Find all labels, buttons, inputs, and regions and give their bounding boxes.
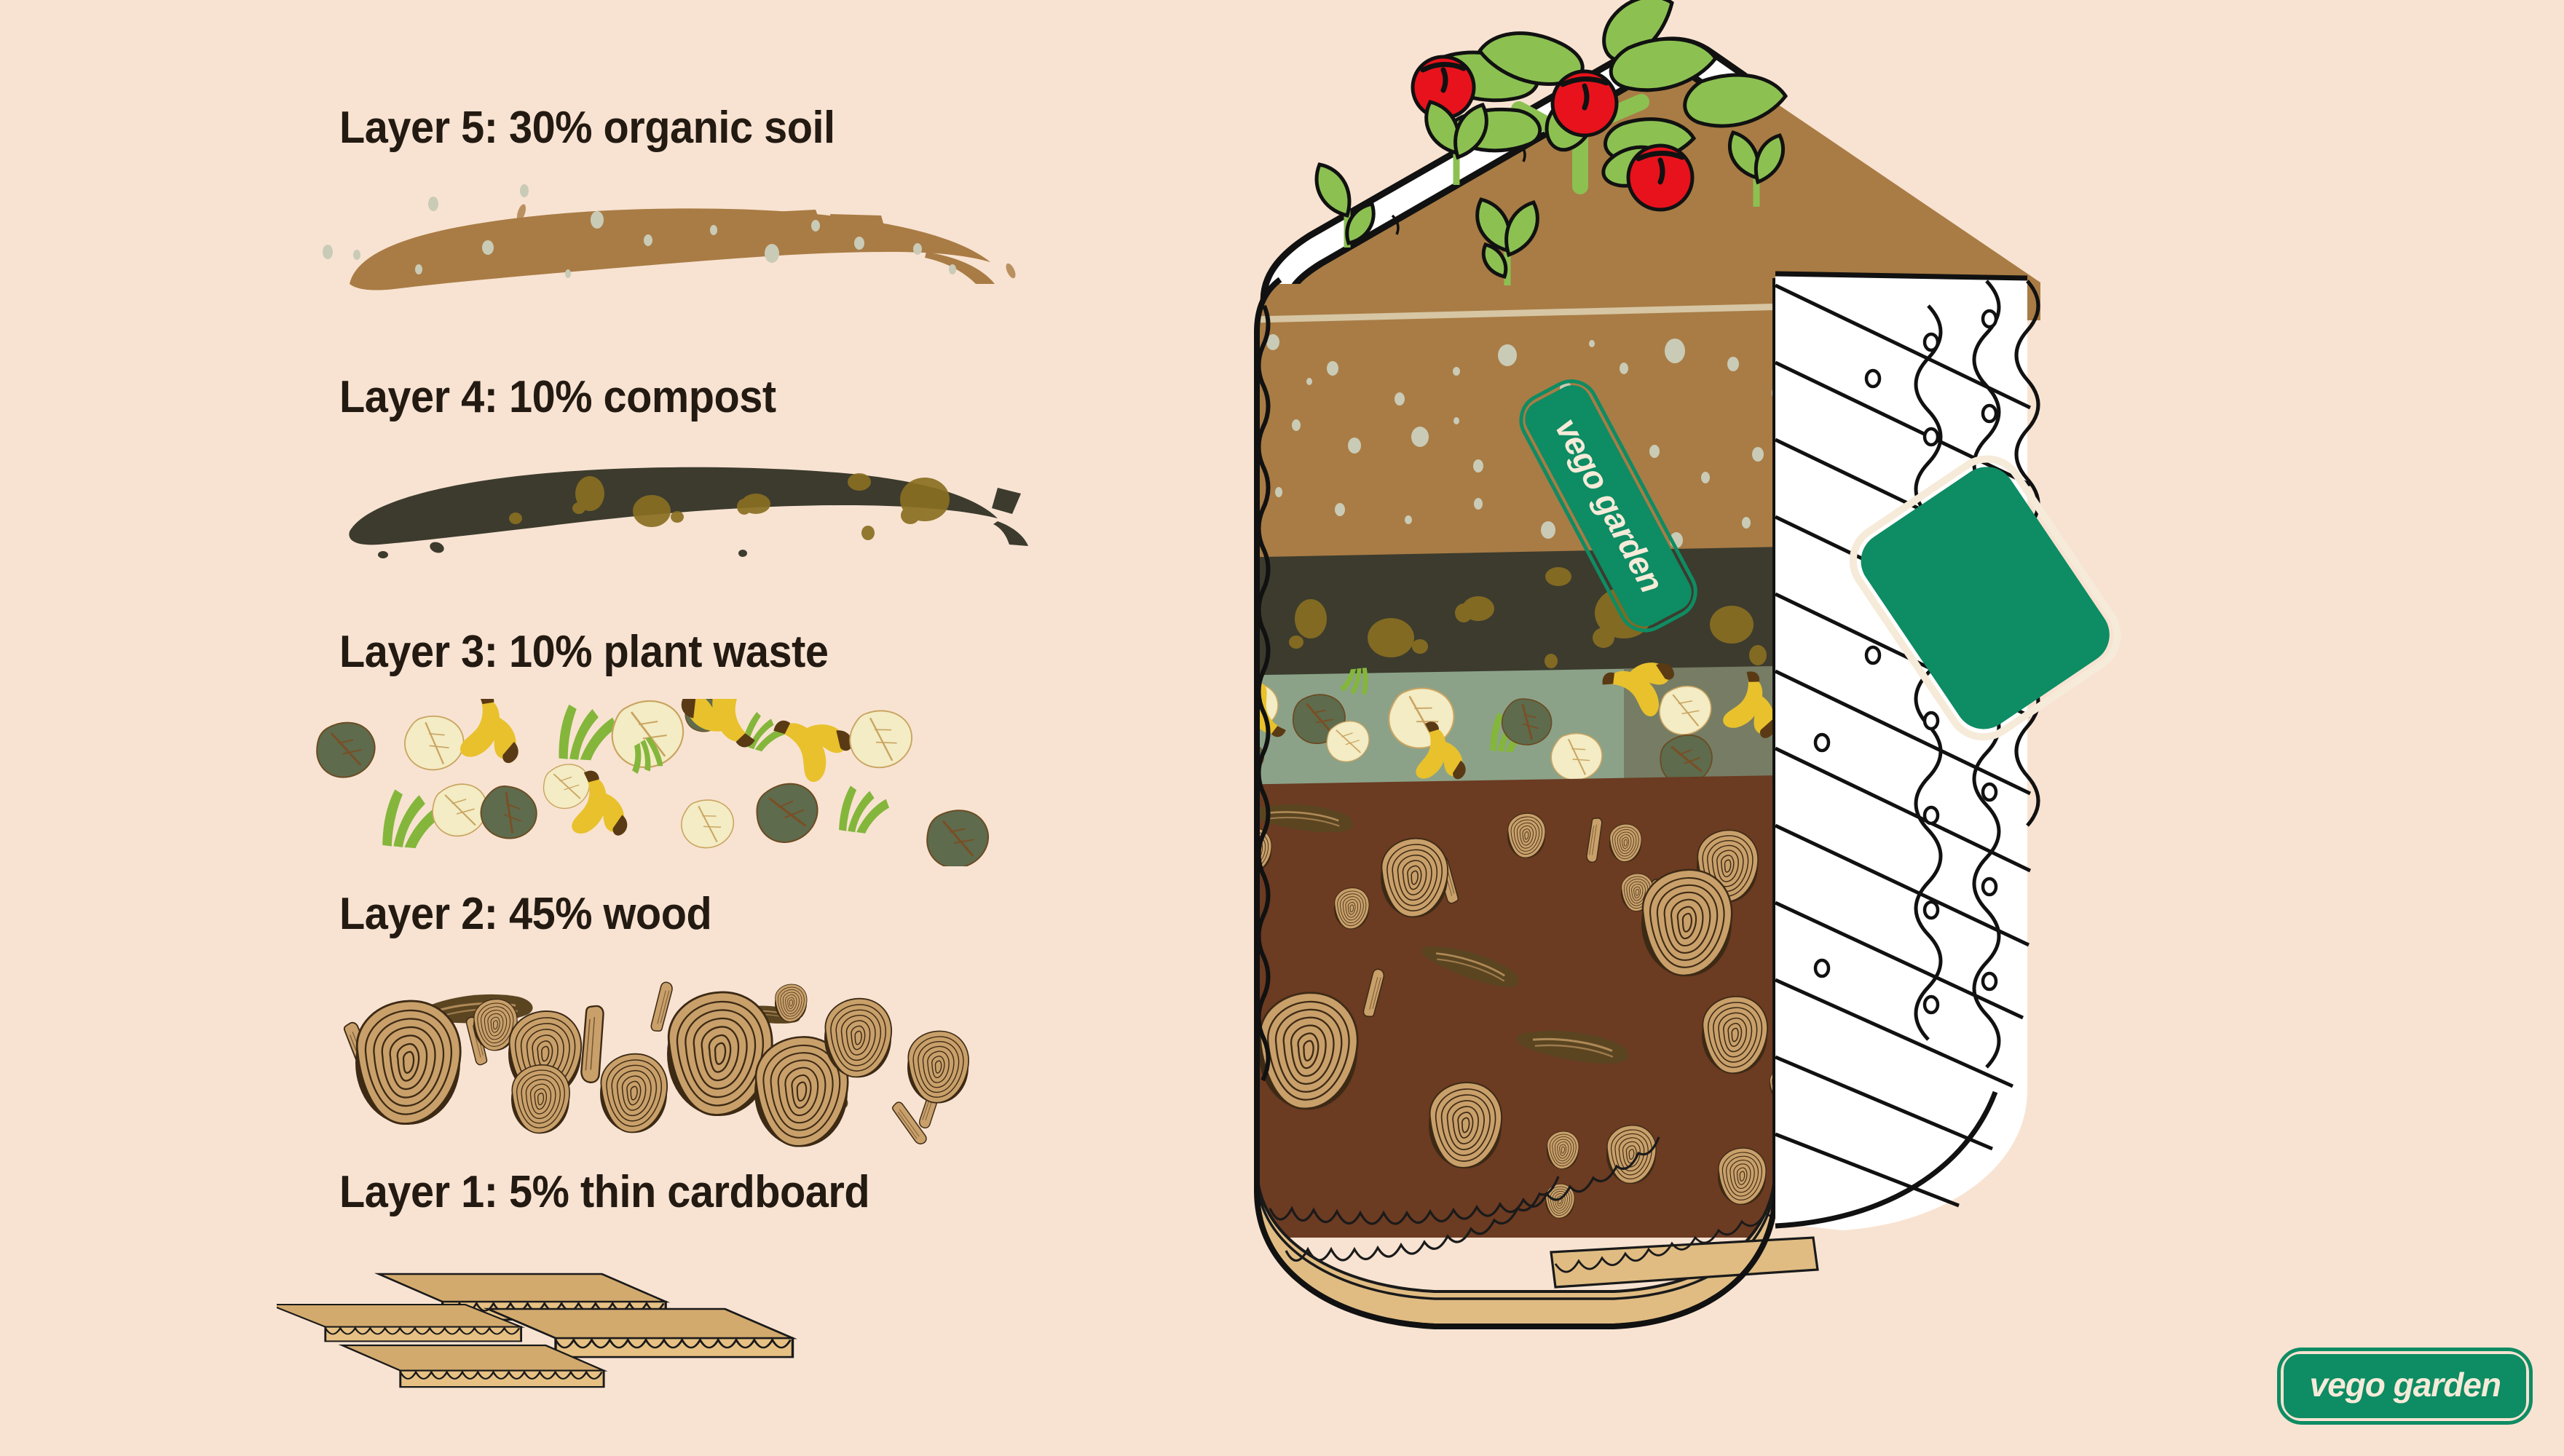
legend-label-layer-3: Layer 3: 10% plant waste: [339, 627, 829, 677]
vego-garden-corner-badge[interactable]: vego garden: [2277, 1348, 2533, 1425]
layer-legend: Layer 5: 30% organic soil: [0, 0, 1092, 1456]
band-wood: [1257, 775, 1775, 1238]
legend-label-layer-4: Layer 4: 10% compost: [339, 372, 776, 422]
seedling-group: [1314, 100, 1785, 285]
vego-garden-corner-logo[interactable]: vego garden: [2277, 1348, 2533, 1425]
swatch-plant-waste: [313, 699, 1005, 866]
logo-outer-outline: [2277, 1348, 2533, 1425]
bed-front-outline: [1254, 277, 1778, 1329]
band-compost: [1257, 546, 1775, 687]
bed-cut-edge: [1256, 304, 1271, 1082]
vego-garden-corner-label: vego garden: [2309, 1366, 2501, 1404]
cardboard-base: [1255, 1136, 1819, 1326]
swatch-organic-soil: [306, 182, 1034, 298]
legend-label-layer-2: Layer 2: 45% wood: [339, 889, 712, 939]
swatch-compost: [320, 451, 1049, 561]
band-organic-soil: [1257, 284, 1775, 561]
raised-garden-bed-illustration: vego garden: [1114, 0, 2564, 1456]
corrugated-side-panel: [1774, 271, 2040, 1230]
swatch-cardboard-sheets: [277, 1259, 1005, 1420]
legend-label-layer-1: Layer 1: 5% thin cardboard: [339, 1167, 870, 1217]
side-logo-badge: [1849, 455, 2121, 741]
legend-label-layer-5: Layer 5: 30% organic soil: [339, 103, 835, 153]
swatch-wood-logs: [291, 961, 1019, 1158]
